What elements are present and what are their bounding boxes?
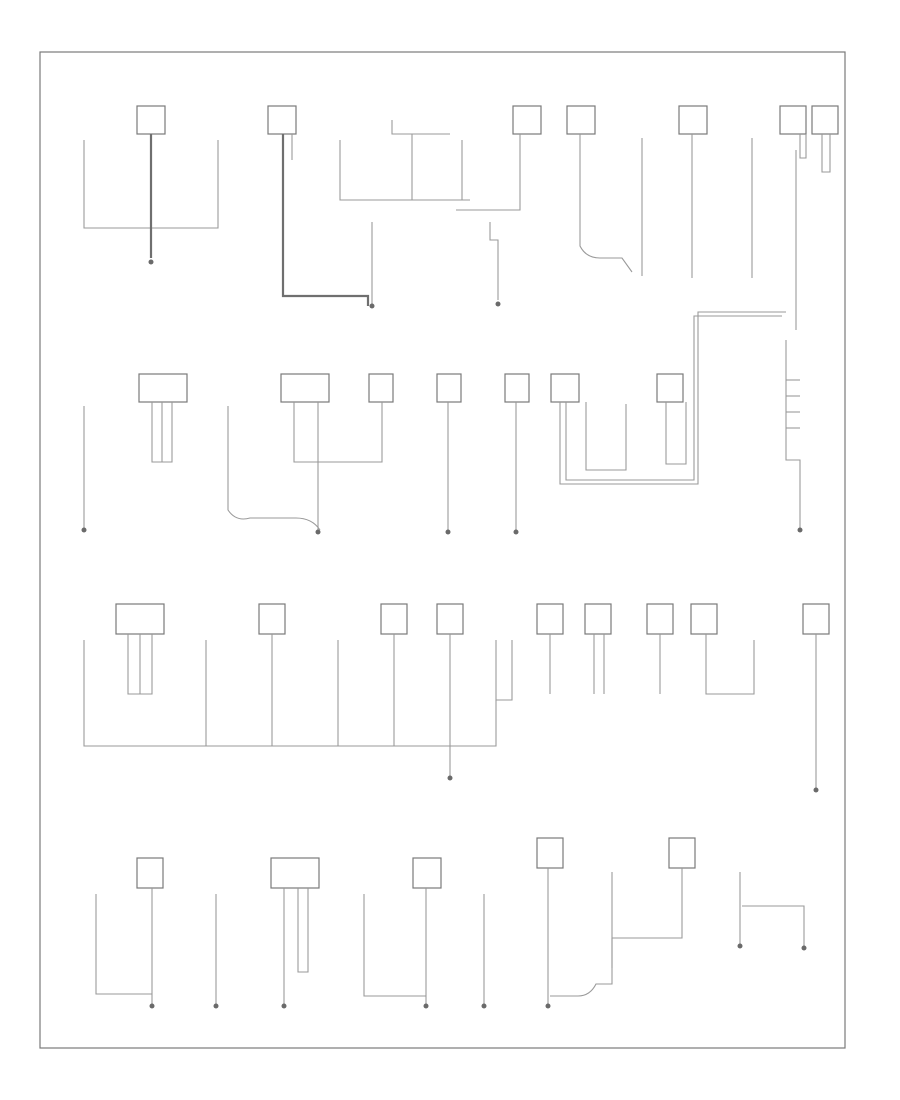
- component-box: [668, 837, 696, 869]
- wire: [785, 340, 801, 528]
- wire: [742, 905, 805, 946]
- wire: [363, 894, 426, 997]
- wire: [339, 140, 470, 201]
- ground-point: [513, 529, 519, 535]
- component-box: [802, 603, 830, 635]
- ground-point: [148, 259, 154, 265]
- wire: [579, 134, 633, 273]
- component-box: [368, 373, 394, 403]
- ground-point: [797, 527, 803, 533]
- ground-point: [495, 301, 501, 307]
- component-box: [136, 105, 166, 135]
- ground-point: [447, 775, 453, 781]
- component-box: [115, 603, 165, 635]
- wire: [83, 640, 497, 747]
- ground-point: [445, 529, 451, 535]
- component-box: [436, 603, 464, 635]
- row-3-components: [115, 603, 830, 635]
- component-box: [584, 603, 612, 635]
- ground-point: [315, 529, 321, 535]
- component-box: [536, 603, 564, 635]
- component-box: [656, 373, 684, 403]
- wire: [821, 134, 831, 173]
- wire: [391, 120, 450, 135]
- ground-point: [423, 1003, 429, 1009]
- wire: [705, 634, 755, 695]
- wire: [612, 868, 683, 939]
- ground-point: [149, 1003, 155, 1009]
- ground-point: [213, 1003, 219, 1009]
- wire: [665, 402, 687, 465]
- row-2-grounds: [81, 527, 803, 535]
- component-box: [566, 105, 596, 135]
- row-1-wires: [83, 120, 831, 330]
- row-3-grounds: [447, 775, 819, 793]
- row-4-components: [136, 837, 696, 889]
- wire: [565, 315, 782, 481]
- component-box: [267, 105, 297, 135]
- component-box: [536, 837, 564, 869]
- component-box: [811, 105, 839, 135]
- component-box: [504, 373, 530, 403]
- wire: [799, 134, 807, 159]
- row-4-wires: [95, 868, 805, 1004]
- component-box: [646, 603, 674, 635]
- component-box: [138, 373, 188, 403]
- row-2-components: [138, 373, 684, 403]
- component-box: [690, 603, 718, 635]
- wire: [489, 222, 499, 300]
- row-1-components: [136, 105, 839, 135]
- ground-point: [281, 1003, 287, 1009]
- component-box: [678, 105, 708, 135]
- ground-point: [545, 1003, 551, 1009]
- wire: [456, 134, 521, 211]
- wire: [550, 872, 613, 997]
- component-box: [412, 857, 442, 889]
- component-box: [550, 373, 580, 403]
- component-box: [136, 857, 164, 889]
- wire: [495, 640, 513, 701]
- ground-point: [81, 527, 87, 533]
- wire: [297, 888, 309, 973]
- ground-point: [801, 945, 807, 951]
- component-box: [280, 373, 330, 403]
- component-box: [270, 857, 320, 889]
- wire: [559, 311, 786, 485]
- wire: [293, 402, 383, 463]
- component-box: [779, 105, 807, 135]
- ground-point: [481, 1003, 487, 1009]
- row-1-grounds: [148, 259, 501, 309]
- row-4-grounds: [149, 943, 807, 1009]
- ground-point: [737, 943, 743, 949]
- component-box: [512, 105, 542, 135]
- component-box: [258, 603, 286, 635]
- component-box: [380, 603, 408, 635]
- row-2-wires: [83, 311, 801, 531]
- wire: [227, 406, 321, 531]
- row-3-wires: [83, 634, 817, 788]
- ground-point: [369, 303, 375, 309]
- wire: [585, 402, 627, 471]
- diagram-frame: [39, 51, 846, 1049]
- component-box: [436, 373, 462, 403]
- ground-point: [813, 787, 819, 793]
- wire: [95, 894, 152, 995]
- wire: [281, 134, 370, 306]
